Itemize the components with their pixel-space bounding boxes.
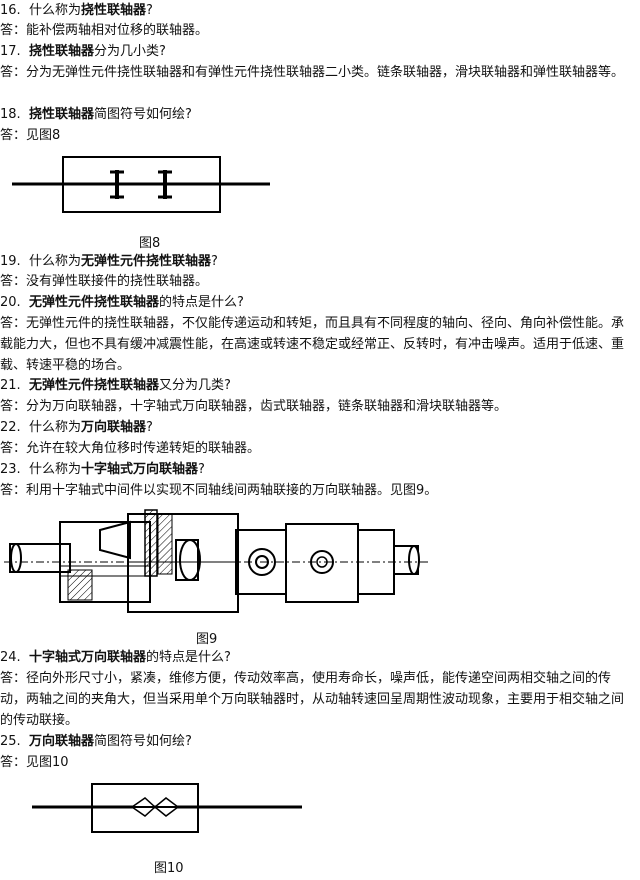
figure-10-caption: 图10 [154,861,184,876]
question-number: 18. [0,107,21,122]
question-18: 18. 挠性联轴器简图符号如何绘? [0,107,192,123]
question-term: 十字轴式万向联轴器 [28,650,146,665]
figure-8-caption: 图8 [139,236,161,251]
question-term: 十字轴式万向联轴器 [80,462,198,477]
answer-25: 答：见图10 [0,755,69,770]
question-20: 20. 无弹性元件挠性联轴器的特点是什么? [0,295,244,311]
question-text: 简图符号如何绘? [93,734,192,749]
answer-16: 答：能补偿两轴相对位移的联轴器。 [0,23,209,38]
question-text: 分为几小类? [93,44,166,59]
answer-20: 答：无弹性元件的挠性联轴器，不仅能传递运动和转矩，而且具有不同程度的轴向、径向、… [0,316,625,373]
question-text: 的特点是什么? [158,295,244,310]
question-text: 什么称为 [28,254,81,269]
question-number: 16. [0,3,21,18]
question-22: 22. 什么称为万向联轴器? [0,420,153,436]
question-25: 25. 万向联轴器简图符号如何绘? [0,734,192,750]
question-number: 21. [0,378,21,393]
answer-18: 答：见图8 [0,128,61,143]
question-number: 23. [0,462,21,477]
question-21: 21. 无弹性元件挠性联轴器又分为几类? [0,378,231,394]
question-term: 无弹性元件挠性联轴器 [80,254,211,269]
figure-9-universal-joint-drawing [4,509,428,613]
answer-19: 答：没有弹性联接件的挠性联轴器。 [0,274,209,289]
question-number: 17. [0,44,21,59]
answer-22: 答：允许在较大角位移时传递转矩的联轴器。 [0,441,261,456]
figure-10-universal-coupling-symbol [32,783,302,833]
question-number: 25. [0,734,21,749]
question-text: 又分为几类? [158,378,231,393]
question-16: 16. 什么称为挠性联轴器? [0,3,153,19]
question-19: 19. 什么称为无弹性元件挠性联轴器? [0,254,218,270]
question-term: 挠性联轴器 [80,3,146,18]
answer-21: 答：分为万向联轴器，十字轴式万向联轴器，齿式联轴器，链条联轴器和滑块联轴器等。 [0,399,508,414]
question-text: ? [210,254,218,269]
question-text: 简图符号如何绘? [93,107,192,122]
question-text: ? [197,462,205,477]
question-text: 什么称为 [28,420,81,435]
question-number: 24. [0,650,21,665]
figure-9-caption: 图9 [196,632,218,647]
question-term: 无弹性元件挠性联轴器 [28,378,159,393]
answer-17: 答：分为无弹性元件挠性联轴器和有弹性元件挠性联轴器二小类。链条联轴器，滑块联轴器… [0,65,625,80]
question-text: 什么称为 [28,462,81,477]
question-number: 22. [0,420,21,435]
question-text: ? [145,420,153,435]
question-term: 无弹性元件挠性联轴器 [28,295,159,310]
question-text: 的特点是什么? [145,650,231,665]
question-number: 20. [0,295,21,310]
question-term: 挠性联轴器 [28,107,94,122]
question-text: ? [145,3,153,18]
figure-8-flexible-coupling-symbol [12,156,270,213]
question-number: 19. [0,254,21,269]
answer-23: 答：利用十字轴式中间件以实现不同轴线间两轴联接的万向联轴器。见图9。 [0,483,438,498]
question-term: 万向联轴器 [80,420,146,435]
question-24: 24. 十字轴式万向联轴器的特点是什么? [0,650,231,666]
question-17: 17. 挠性联轴器分为几小类? [0,44,166,60]
question-23: 23. 什么称为十字轴式万向联轴器? [0,462,205,478]
question-term: 万向联轴器 [28,734,94,749]
question-term: 挠性联轴器 [28,44,94,59]
question-text: 什么称为 [28,3,81,18]
answer-24: 答：径向外形尺寸小，紧凑，维修方便，传动效率高，使用寿命长，噪声低，能传递空间两… [0,671,625,728]
